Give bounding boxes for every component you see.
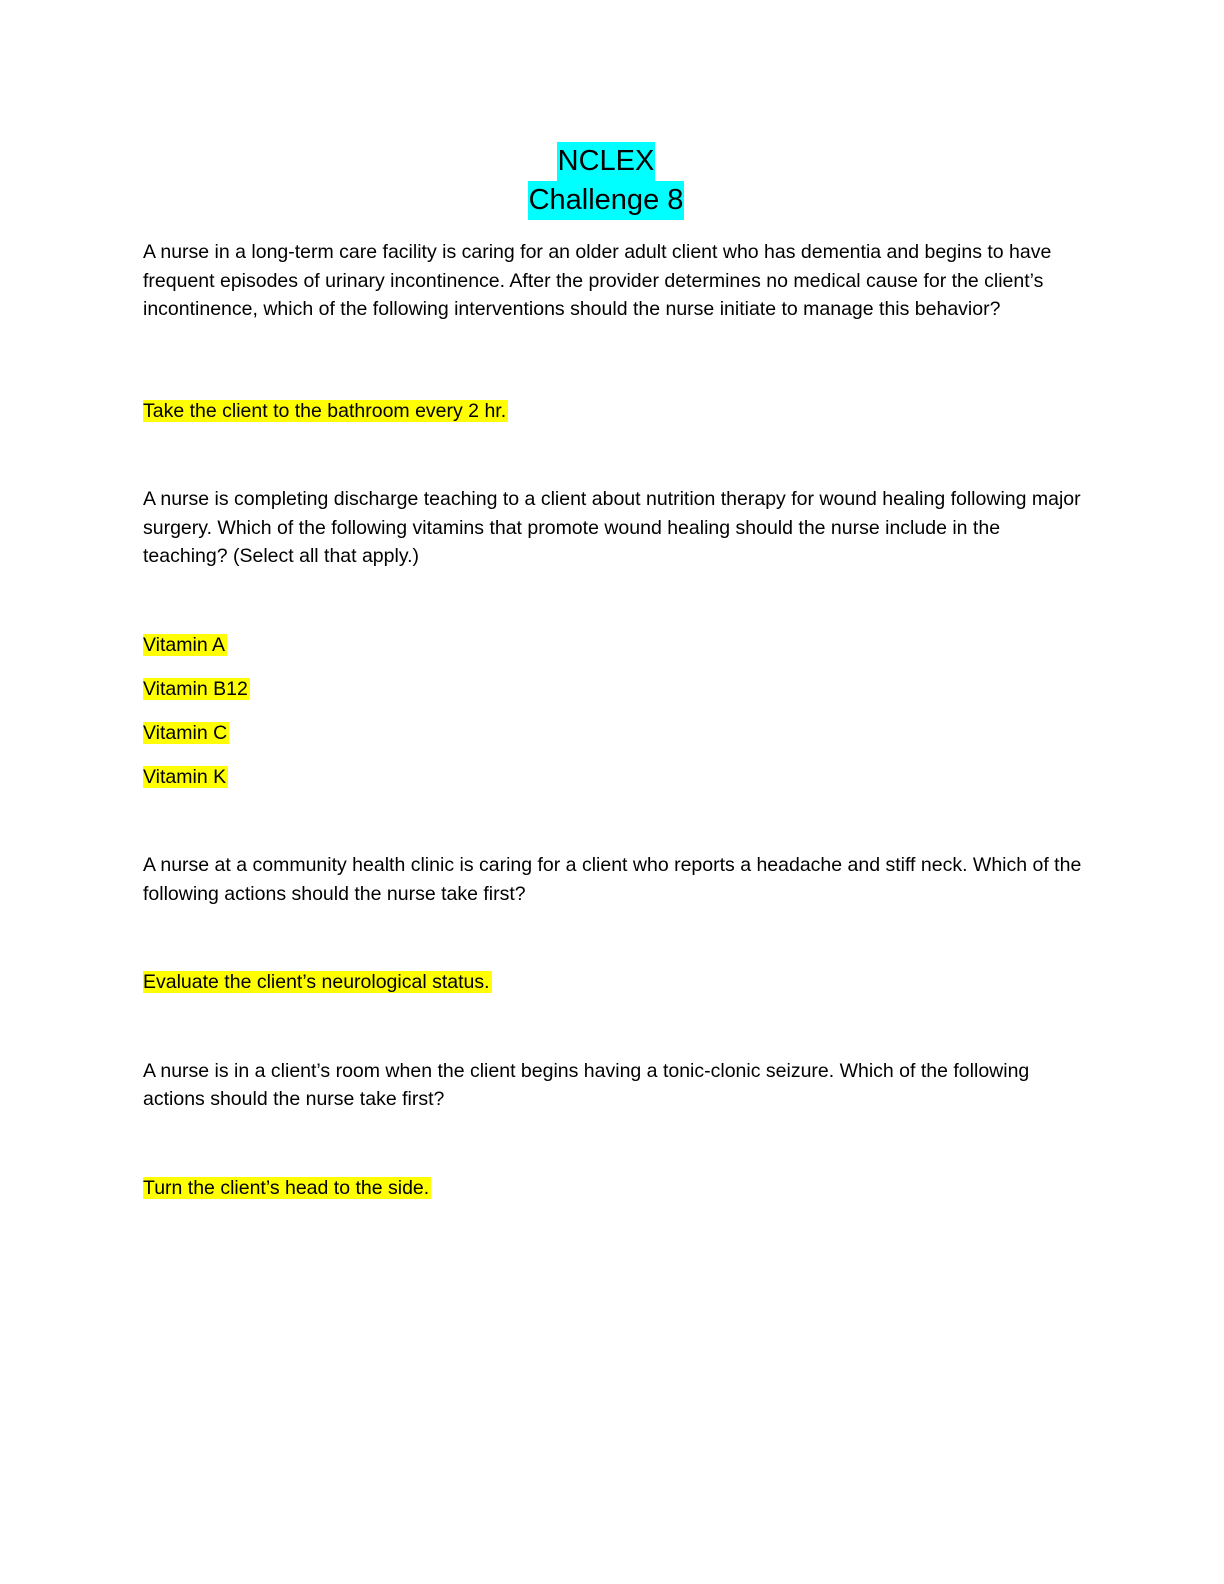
answer-text: Turn the client’s head to the side. [143,1174,1083,1203]
document-body: A nurse in a long-term care facility is … [143,238,1083,1202]
answer-highlight: Vitamin C [143,721,230,744]
list-item: Vitamin C [143,719,1083,748]
answer-highlight: Evaluate the client’s neurological statu… [143,971,492,993]
answer-highlight: Take the client to the bathroom every 2 … [143,399,509,422]
list-item: Vitamin B12 [143,675,1083,704]
answer-text: Take the client to the bathroom every 2 … [143,397,1083,426]
question-text: A nurse in a long-term care facility is … [143,241,1052,320]
list-item: Vitamin A [143,631,1083,660]
document-title: NCLEX Challenge 8 [0,142,1212,220]
list-item: Vitamin K [143,763,1083,792]
title-line-1: NCLEX [556,142,656,181]
title-line-2: Challenge 8 [527,181,685,220]
answer-highlight: Vitamin A [143,633,228,656]
answer-text: Evaluate the client’s neurological statu… [143,968,1083,997]
answer-highlight: Vitamin K [143,765,229,788]
question-text: A nurse is in a client’s room when the c… [143,1059,1030,1111]
answer-list: Vitamin A Vitamin B12 Vitamin C Vitamin … [143,631,1083,792]
answer-highlight: Turn the client’s head to the side. [143,1176,432,1199]
question-text: A nurse is completing discharge teaching… [143,488,1081,567]
question-text: A nurse at a community health clinic is … [143,854,1082,905]
answer-highlight: Vitamin B12 [143,677,250,700]
